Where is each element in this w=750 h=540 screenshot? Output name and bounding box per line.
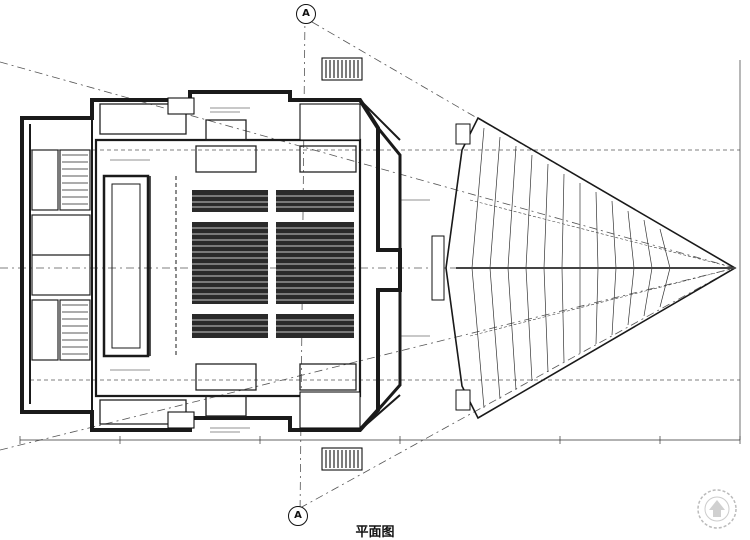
auditorium-seating bbox=[192, 190, 354, 338]
stair-top bbox=[167, 57, 363, 141]
setting-out-lines bbox=[0, 13, 740, 517]
stage-area bbox=[102, 174, 177, 358]
stair-bottom bbox=[167, 391, 363, 471]
seal-stamp-icon bbox=[697, 489, 737, 529]
seat-row-lines bbox=[192, 195, 354, 333]
annotation-ticks bbox=[110, 107, 430, 433]
dimension-lines bbox=[19, 60, 741, 444]
outdoor-amphitheatre bbox=[445, 116, 737, 420]
service-rooms-left bbox=[31, 149, 91, 361]
amphitheatre-aisle-steps bbox=[431, 123, 471, 411]
axis-marker-bottom: A bbox=[288, 506, 308, 526]
amphitheatre-radials bbox=[456, 199, 736, 337]
building-walls bbox=[20, 90, 402, 432]
drawing-caption: 平面图 bbox=[355, 525, 395, 540]
stair-left bbox=[62, 154, 88, 355]
axis-marker-top: A bbox=[296, 4, 316, 24]
